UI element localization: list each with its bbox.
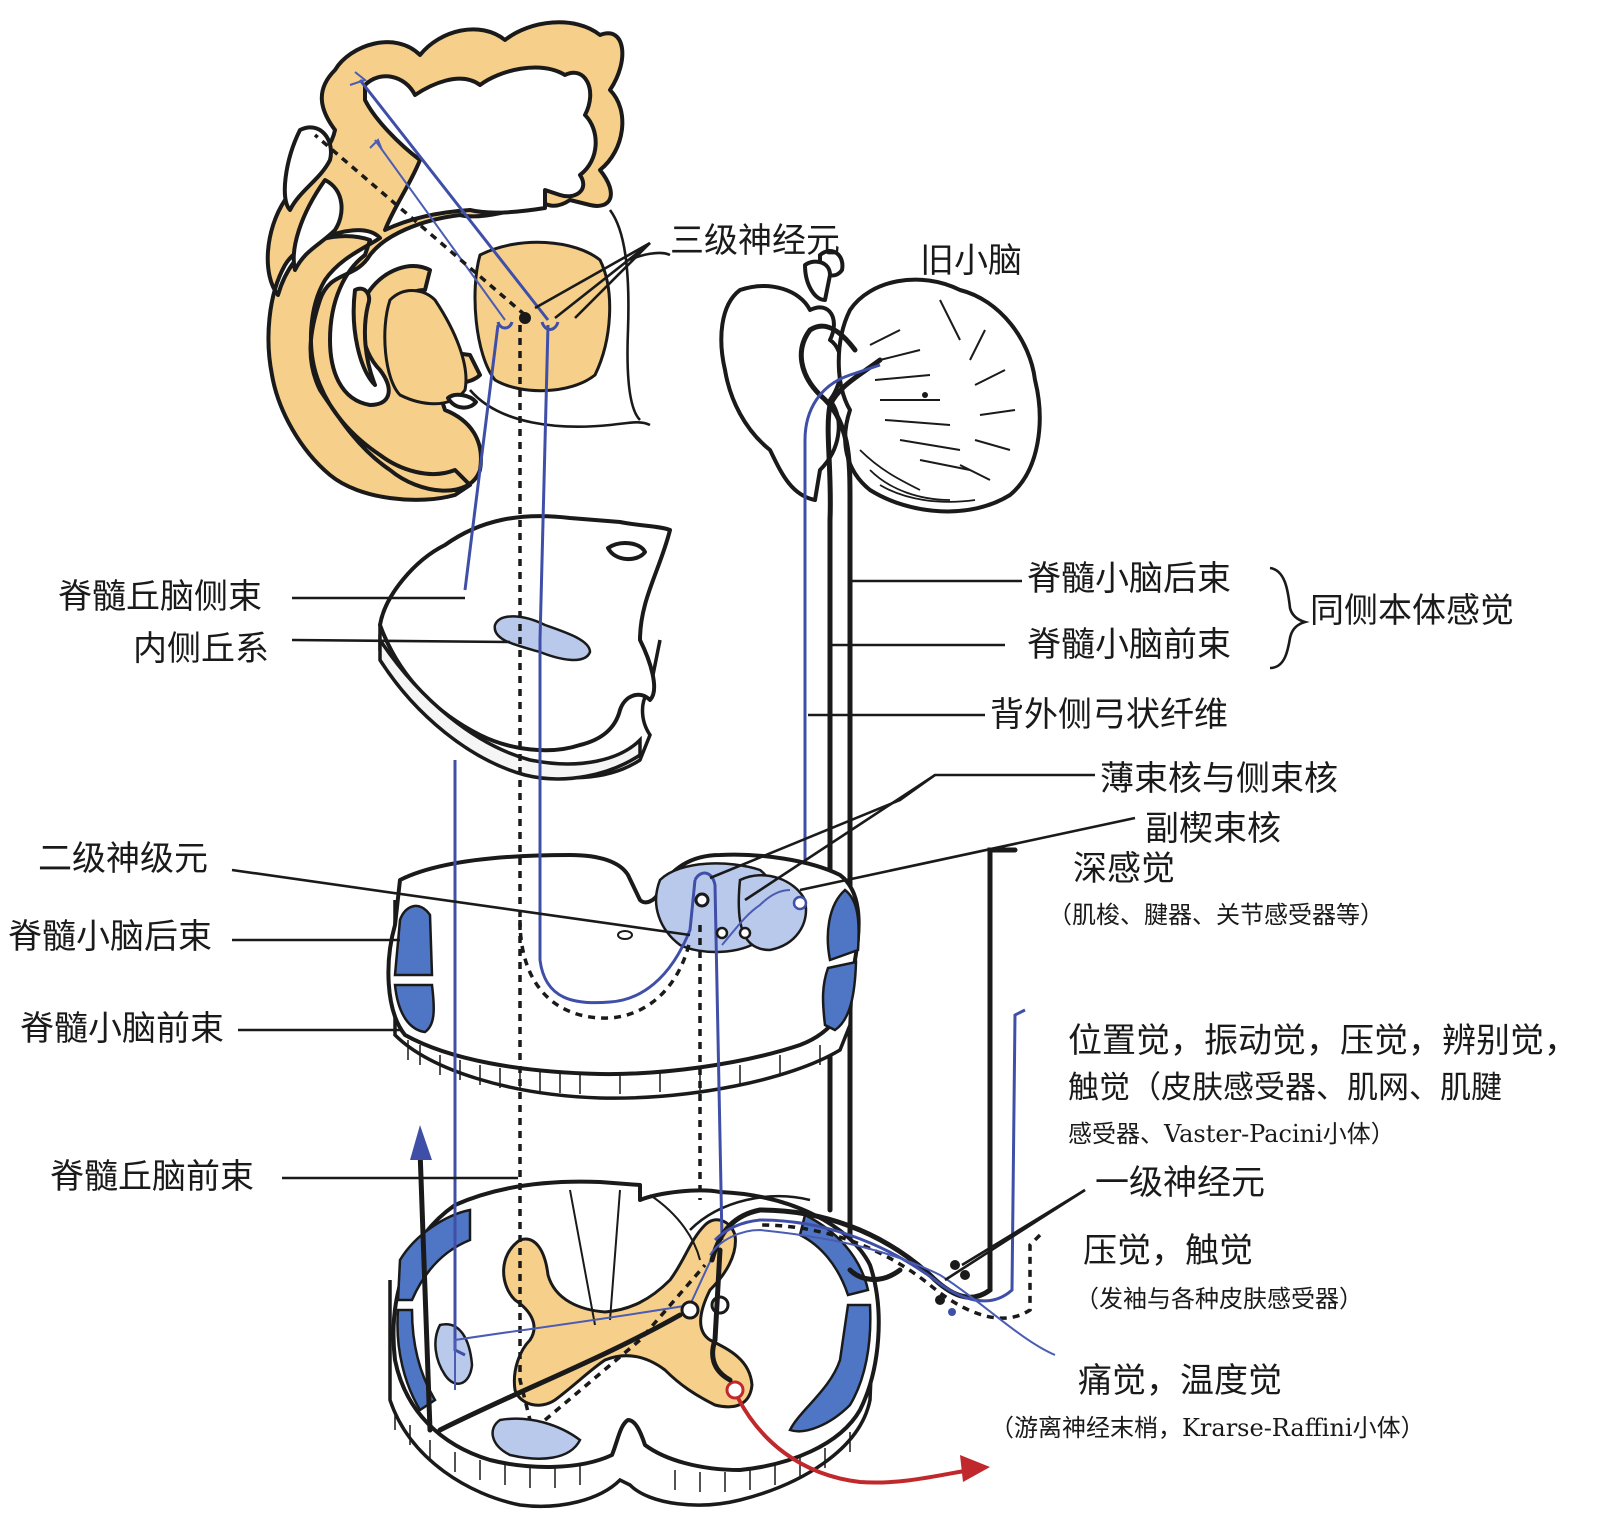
label-ant-spinocerebellar-left: 脊髓小脑前束 [20, 1009, 224, 1049]
label-touch-sense-a: 触觉（皮肤感受器、肌网、肌腱 [1068, 1070, 1502, 1106]
label-post-spinocerebellar-right: 脊髓小脑后束 [1027, 559, 1231, 599]
dorsal-root-fibers [410, 847, 1056, 1485]
label-deep-sensation-note: （肌梭、腱器、关节感受器等） [1048, 901, 1384, 929]
label-spinothalamic-anterior: 脊髓丘脑前束 [50, 1157, 254, 1197]
paleocerebellum-shape [836, 277, 1042, 514]
label-touch-sense-b: 感受器、Vaster-Pacini小体） [1068, 1120, 1395, 1148]
ascending-pathways [453, 324, 791, 1422]
label-first-neuron: 一级神经元 [1095, 1163, 1265, 1203]
cerebrum-section [265, 20, 671, 502]
label-ant-spinocerebellar-right: 脊髓小脑前束 [1027, 625, 1231, 665]
post-spinocerebellar-tract-mid [393, 904, 434, 977]
label-medial-lemniscus: 内侧丘系 [133, 629, 269, 669]
label-spinothalamic-lateral: 脊髓丘脑侧束 [58, 577, 262, 617]
label-paleocerebellum: 旧小脑 [920, 241, 1022, 281]
thalamocortical-fibers [313, 71, 560, 331]
medulla-synapses [694, 892, 808, 940]
label-post-spinocerebellar-left: 脊髓小脑后束 [8, 917, 212, 957]
label-dorsal-ext-arcuate: 背外侧弓状纤维 [990, 695, 1228, 735]
labels: 三级神经元 旧小脑 脊髓丘脑侧束 内侧丘系 脊髓小脑后束 脊髓小脑前束 同侧本体… [8, 221, 1578, 1442]
spinocerebellar-fibers [798, 323, 883, 1258]
grey-matter [502, 1218, 754, 1409]
label-position-sense: 位置觉，振动觉，压觉，辨别觉， [1068, 1021, 1578, 1061]
label-pain-temp-note: （游离神经末梢，Krarse-Raffini小体） [990, 1414, 1425, 1442]
label-deep-sensation: 深感觉 [1073, 849, 1175, 889]
label-accessory-cuneate-nucleus: 副楔束核 [1145, 809, 1281, 849]
leader-lines [231, 241, 1310, 1282]
medulla-section [378, 514, 672, 781]
label-ipsilateral-proprioception: 同侧本体感觉 [1310, 591, 1514, 631]
label-pain-temp: 痛觉，温度觉 [1078, 1361, 1282, 1401]
lower-medulla-section [386, 852, 861, 1100]
label-pressure-touch-note: （发袖与各种皮肤感受器） [1075, 1285, 1363, 1313]
thalamus [473, 240, 612, 393]
label-third-neuron: 三级神经元 [670, 221, 840, 261]
ant-spinocerebellar-tract-mid [393, 983, 435, 1034]
cerebellum [719, 249, 1042, 514]
label-pressure-touch: 压觉，触觉 [1083, 1231, 1253, 1271]
label-gracile-cuneate-nucleus: 薄束核与侧束核 [1100, 759, 1338, 799]
spinal-cord-section [388, 1179, 881, 1509]
label-second-neuron: 二级神级元 [38, 839, 208, 879]
